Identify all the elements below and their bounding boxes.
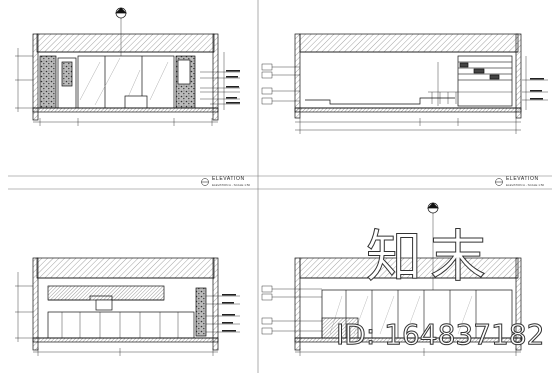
caption-emblems: [201, 178, 503, 186]
elevation-caption-left: ELEVATION: [212, 176, 245, 182]
watermark-id: ID: 164837182: [335, 318, 545, 352]
elevation-bottom-right: [261, 202, 522, 356]
watermark-logo: 知末: [366, 225, 494, 291]
elevation-caption-right: ELEVATION: [506, 176, 539, 182]
callout-tags-left: [261, 63, 300, 105]
sheet-dividers: [8, 0, 552, 373]
elevation-bottom-left: [15, 257, 240, 356]
elevation-top-right: [261, 33, 548, 134]
elevation-top-left: [15, 7, 240, 126]
elevation-subcaption-left: ELEVATION A - SCALE 1:50: [212, 183, 251, 187]
elevation-subcaption-right: ELEVATION A - SCALE 1:50: [506, 183, 545, 187]
